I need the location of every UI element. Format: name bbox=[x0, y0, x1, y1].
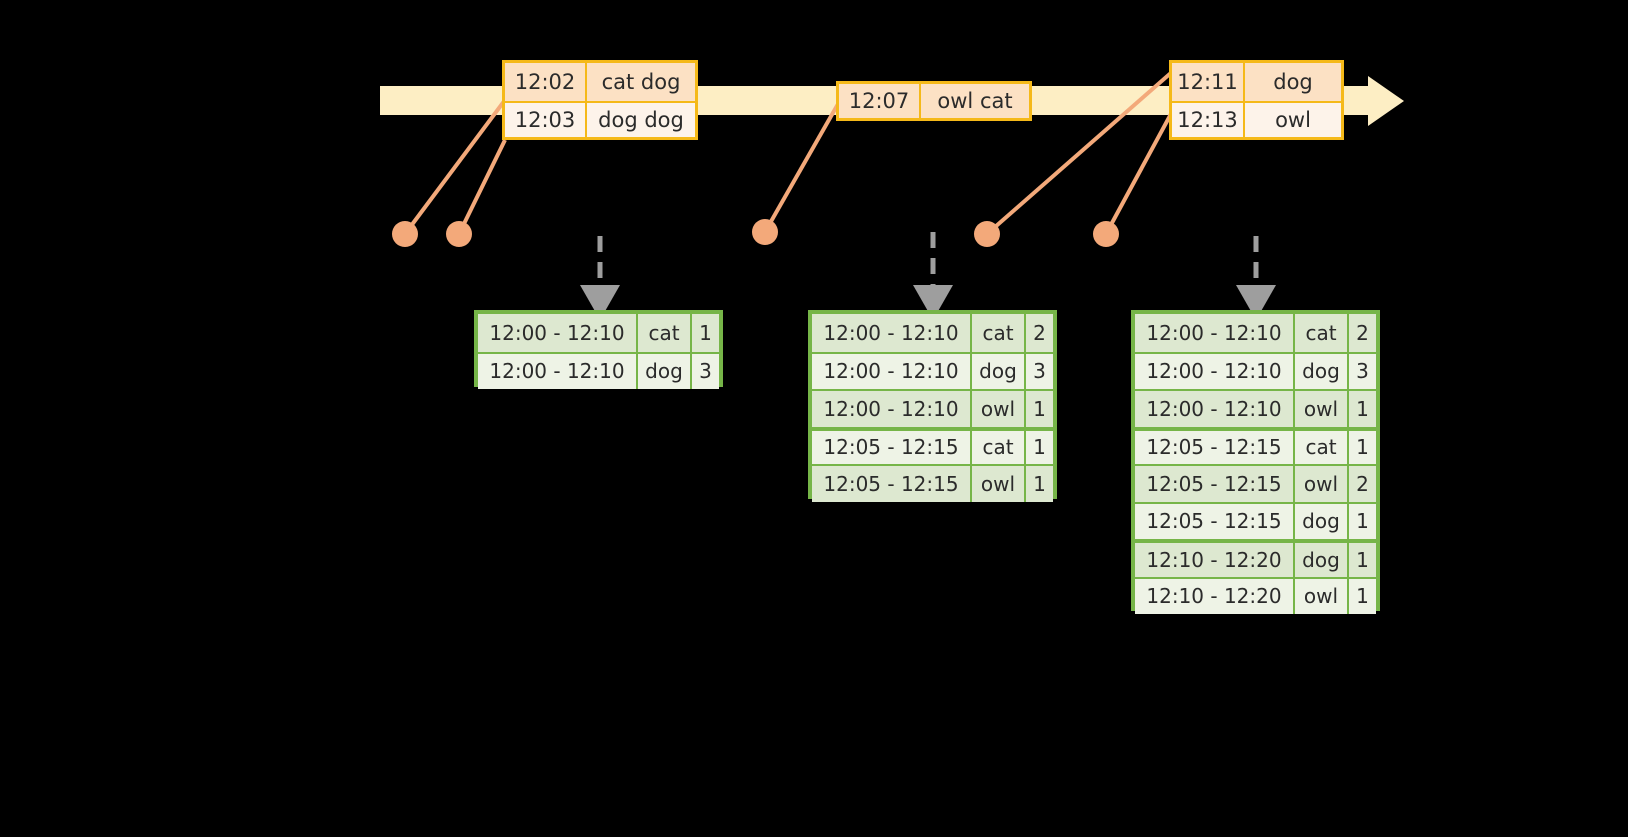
timeline-arrow-icon bbox=[1368, 76, 1404, 126]
cell-count: 1 bbox=[692, 314, 719, 352]
cell-word: owl bbox=[972, 391, 1026, 427]
timeline-marker-dot bbox=[1093, 221, 1119, 247]
timeline-marker-dot bbox=[446, 221, 472, 247]
cell-word: dog bbox=[1295, 543, 1349, 577]
cell-word: cat bbox=[1295, 314, 1349, 352]
cell-window: 12:05 - 12:15 bbox=[812, 466, 972, 502]
cell-count: 3 bbox=[1349, 353, 1376, 389]
event-group-3[interactable]: 12:11 dog 12:13 owl bbox=[1169, 60, 1344, 140]
cell-count: 1 bbox=[1349, 503, 1376, 539]
cell-word: cat bbox=[1295, 430, 1349, 464]
cell-window: 12:05 - 12:15 bbox=[812, 430, 972, 464]
event-words: owl cat bbox=[921, 84, 1029, 118]
event-time: 12:11 bbox=[1172, 63, 1245, 101]
cell-count: 1 bbox=[1349, 578, 1376, 614]
cell-word: owl bbox=[1295, 578, 1349, 614]
cell-count: 1 bbox=[1026, 430, 1053, 464]
cell-window: 12:00 - 12:10 bbox=[1135, 314, 1295, 352]
cell-count: 3 bbox=[1026, 353, 1053, 389]
cell-count: 1 bbox=[1349, 543, 1376, 577]
event-group-1[interactable]: 12:02 cat dog 12:03 dog dog bbox=[502, 60, 698, 140]
cell-word: cat bbox=[972, 430, 1026, 464]
event-row[interactable]: 12:03 dog dog bbox=[505, 101, 695, 137]
event-time: 12:13 bbox=[1172, 103, 1245, 137]
event-row[interactable]: 12:11 dog bbox=[1172, 63, 1341, 101]
cell-window: 12:00 - 12:10 bbox=[812, 353, 972, 389]
cell-count: 1 bbox=[1026, 391, 1053, 427]
event-words: dog dog bbox=[587, 103, 695, 137]
cell-window: 12:05 - 12:15 bbox=[1135, 430, 1295, 464]
cell-window: 12:10 - 12:20 bbox=[1135, 543, 1295, 577]
cell-word: owl bbox=[972, 466, 1026, 502]
event-words: owl bbox=[1245, 103, 1341, 137]
cell-count: 1 bbox=[1349, 430, 1376, 464]
cell-word: owl bbox=[1295, 391, 1349, 427]
cell-count: 2 bbox=[1026, 314, 1053, 352]
cell-count: 3 bbox=[692, 353, 719, 389]
timeline-marker-dot bbox=[752, 219, 778, 245]
cell-window: 12:05 - 12:15 bbox=[1135, 466, 1295, 502]
event-group-2[interactable]: 12:07 owl cat bbox=[836, 81, 1032, 121]
cell-word: cat bbox=[638, 314, 692, 352]
cell-word: dog bbox=[638, 353, 692, 389]
cell-word: owl bbox=[1295, 466, 1349, 502]
event-time: 12:03 bbox=[505, 103, 587, 137]
cell-window: 12:00 - 12:10 bbox=[1135, 353, 1295, 389]
cell-word: cat bbox=[972, 314, 1026, 352]
event-words: cat dog bbox=[587, 63, 695, 101]
cell-window: 12:00 - 12:10 bbox=[812, 314, 972, 352]
cell-word: dog bbox=[972, 353, 1026, 389]
cell-window: 12:00 - 12:10 bbox=[478, 353, 638, 389]
cell-window: 12:05 - 12:15 bbox=[1135, 503, 1295, 539]
cell-count: 1 bbox=[1349, 391, 1376, 427]
event-time: 12:02 bbox=[505, 63, 587, 101]
cell-count: 2 bbox=[1349, 314, 1376, 352]
event-words: dog bbox=[1245, 63, 1341, 101]
cell-window: 12:00 - 12:10 bbox=[812, 391, 972, 427]
cell-count: 1 bbox=[1026, 466, 1053, 502]
cell-window: 12:00 - 12:10 bbox=[1135, 391, 1295, 427]
event-row[interactable]: 12:13 owl bbox=[1172, 101, 1341, 137]
cell-window: 12:00 - 12:10 bbox=[478, 314, 638, 352]
cell-word: dog bbox=[1295, 503, 1349, 539]
timeline-marker-dot bbox=[974, 221, 1000, 247]
cell-window: 12:10 - 12:20 bbox=[1135, 578, 1295, 614]
event-row[interactable]: 12:02 cat dog bbox=[505, 63, 695, 101]
cell-count: 2 bbox=[1349, 466, 1376, 502]
event-time: 12:07 bbox=[839, 84, 921, 118]
timeline-marker-dot bbox=[392, 221, 418, 247]
event-row[interactable]: 12:07 owl cat bbox=[839, 84, 1029, 118]
cell-word: dog bbox=[1295, 353, 1349, 389]
